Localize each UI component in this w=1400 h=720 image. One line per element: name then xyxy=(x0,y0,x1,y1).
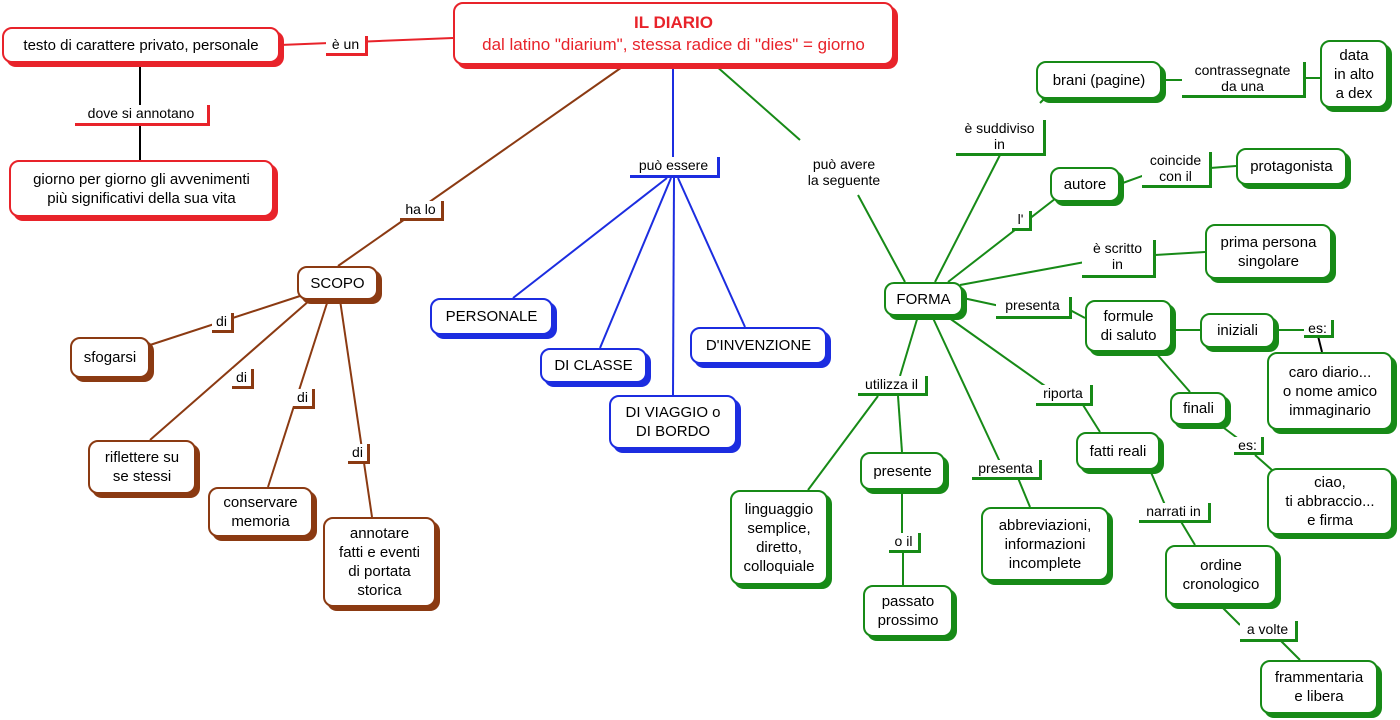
node-fatti-reali[interactable]: fatti reali xyxy=(1076,432,1160,470)
node-passato[interactable]: passato prossimo xyxy=(863,585,953,637)
line-forma-riporta xyxy=(944,314,1046,387)
line-avolte-frammentaria xyxy=(1279,639,1301,661)
node-presente[interactable]: presente xyxy=(860,452,945,490)
node-riflettere[interactable]: riflettere su se stessi xyxy=(88,440,196,494)
label-es-finali: es: xyxy=(1234,437,1264,455)
label-e-un: è un xyxy=(326,36,368,56)
node-iniziali[interactable]: iniziali xyxy=(1200,313,1275,348)
label-o-il: o il xyxy=(889,533,921,553)
line-scopo-annotare xyxy=(339,299,373,518)
label-contrassegnate: contrassegnate da una xyxy=(1182,62,1306,98)
node-ciao[interactable]: ciao, ti abbraccio... e firma xyxy=(1267,468,1393,535)
line-narrati-ordine xyxy=(1179,519,1196,546)
label-riporta: riporta xyxy=(1036,385,1093,406)
node-data[interactable]: data in alto a dex xyxy=(1320,40,1388,108)
label-presenta-formule: presenta xyxy=(996,297,1072,319)
title-main: IL DIARIO xyxy=(633,12,714,32)
title-node[interactable]: IL DIARIO dal latino "diarium", stessa r… xyxy=(453,2,894,65)
line-autore-coincide xyxy=(1119,174,1146,185)
label-a-volte: a volte xyxy=(1240,621,1298,642)
node-sfogarsi[interactable]: sfogarsi xyxy=(70,337,150,378)
line-forma-presenta2 xyxy=(931,315,1001,463)
label-di-conservare: di xyxy=(293,389,315,409)
line-utilizza-linguaggio xyxy=(807,395,879,491)
label-puo-avere: può avere la seguente xyxy=(796,156,892,194)
line-utilizza-presente xyxy=(897,395,903,453)
label-di-sfogarsi: di xyxy=(212,313,234,333)
node-ordine[interactable]: ordine cronologico xyxy=(1165,545,1277,605)
line-presenta2-abbreviazioni xyxy=(1017,477,1031,508)
label-dove-si-annotano: dove si annotano xyxy=(75,105,210,126)
node-personale[interactable]: PERSONALE xyxy=(430,298,553,335)
node-finali[interactable]: finali xyxy=(1170,392,1227,425)
line-es-ciao xyxy=(1254,454,1273,471)
label-narrati-in: narrati in xyxy=(1139,503,1211,523)
line-forma-utilizza xyxy=(899,315,919,377)
label-utilizza: utilizza il xyxy=(858,376,928,396)
title-subtitle: dal latino "diarium", stessa radice di "… xyxy=(482,34,865,54)
line-forma-autore xyxy=(947,194,1061,283)
node-giorno[interactable]: giorno per giorno gli avvenimenti più si… xyxy=(9,160,274,217)
node-caro-diario[interactable]: caro diario... o nome amico immaginario xyxy=(1267,352,1393,430)
line-di-viaggio xyxy=(672,177,675,396)
node-di-viaggio[interactable]: DI VIAGGIO o DI BORDO xyxy=(609,395,737,449)
label-coincide: coincide con il xyxy=(1142,152,1212,188)
line-fatti-narrati xyxy=(1149,469,1166,506)
line-forma-suddiviso xyxy=(934,154,1001,283)
node-forma[interactable]: FORMA xyxy=(884,282,963,316)
line-es-caro xyxy=(1317,335,1323,353)
node-frammentaria[interactable]: frammentaria e libera xyxy=(1260,660,1378,714)
label-es-iniziali: es: xyxy=(1304,320,1334,338)
line-riporta-fatti xyxy=(1082,404,1101,433)
node-brani[interactable]: brani (pagine) xyxy=(1036,61,1162,99)
node-autore[interactable]: autore xyxy=(1050,167,1120,202)
line-scopo-riflettere xyxy=(149,299,311,441)
line-ordine-avolte xyxy=(1219,604,1241,626)
label-ha-lo: ha lo xyxy=(400,201,444,221)
label-presenta-abbreviazioni: presenta xyxy=(972,460,1042,480)
label-di-annotare: di xyxy=(348,444,370,464)
node-d-invenzione[interactable]: D'INVENZIONE xyxy=(690,327,827,364)
line-personale xyxy=(512,177,668,299)
node-prima-persona[interactable]: prima persona singolare xyxy=(1205,224,1332,279)
line-forma-scritto xyxy=(959,261,1086,286)
node-di-classe[interactable]: DI CLASSE xyxy=(540,348,647,383)
node-abbreviazioni[interactable]: abbreviazioni, informazioni incomplete xyxy=(981,507,1109,581)
node-scopo[interactable]: SCOPO xyxy=(297,266,378,300)
line-formule-finali xyxy=(1154,351,1191,393)
line-d-invenzione xyxy=(677,177,746,328)
line-forma-presenta xyxy=(962,297,1001,307)
line-title-puo-avere xyxy=(714,64,801,141)
line-presenta-formule xyxy=(1069,309,1086,319)
node-conservare[interactable]: conservare memoria xyxy=(208,487,313,537)
line-puo-avere-forma xyxy=(857,194,906,283)
line-title-scopo xyxy=(337,64,626,267)
line-scritto-prima xyxy=(1154,251,1206,256)
line-coincide-protagonista xyxy=(1209,165,1237,169)
node-annotare[interactable]: annotare fatti e eventi di portata stori… xyxy=(323,517,436,607)
label-di-riflettere: di xyxy=(232,369,254,389)
node-protagonista[interactable]: protagonista xyxy=(1236,148,1347,185)
node-formule[interactable]: formule di saluto xyxy=(1085,300,1172,352)
label-puo-essere: può essere xyxy=(630,157,720,178)
label-suddiviso: è suddiviso in xyxy=(956,120,1046,156)
label-scritto: è scritto in xyxy=(1082,240,1156,278)
line-di-classe xyxy=(599,177,672,349)
label-l-apos: l' xyxy=(1012,211,1032,231)
node-testo[interactable]: testo di carattere privato, personale xyxy=(2,27,280,63)
node-linguaggio[interactable]: linguaggio semplice, diretto, colloquial… xyxy=(730,490,828,585)
